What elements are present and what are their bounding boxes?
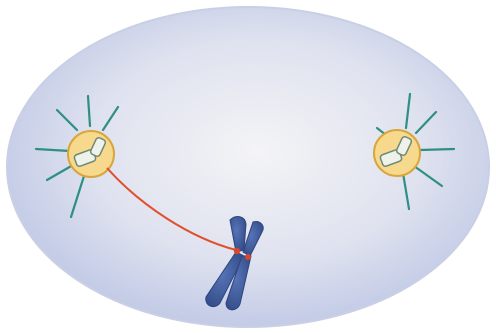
kinetochore-left [234, 248, 240, 254]
kinetochore-right [245, 254, 251, 260]
